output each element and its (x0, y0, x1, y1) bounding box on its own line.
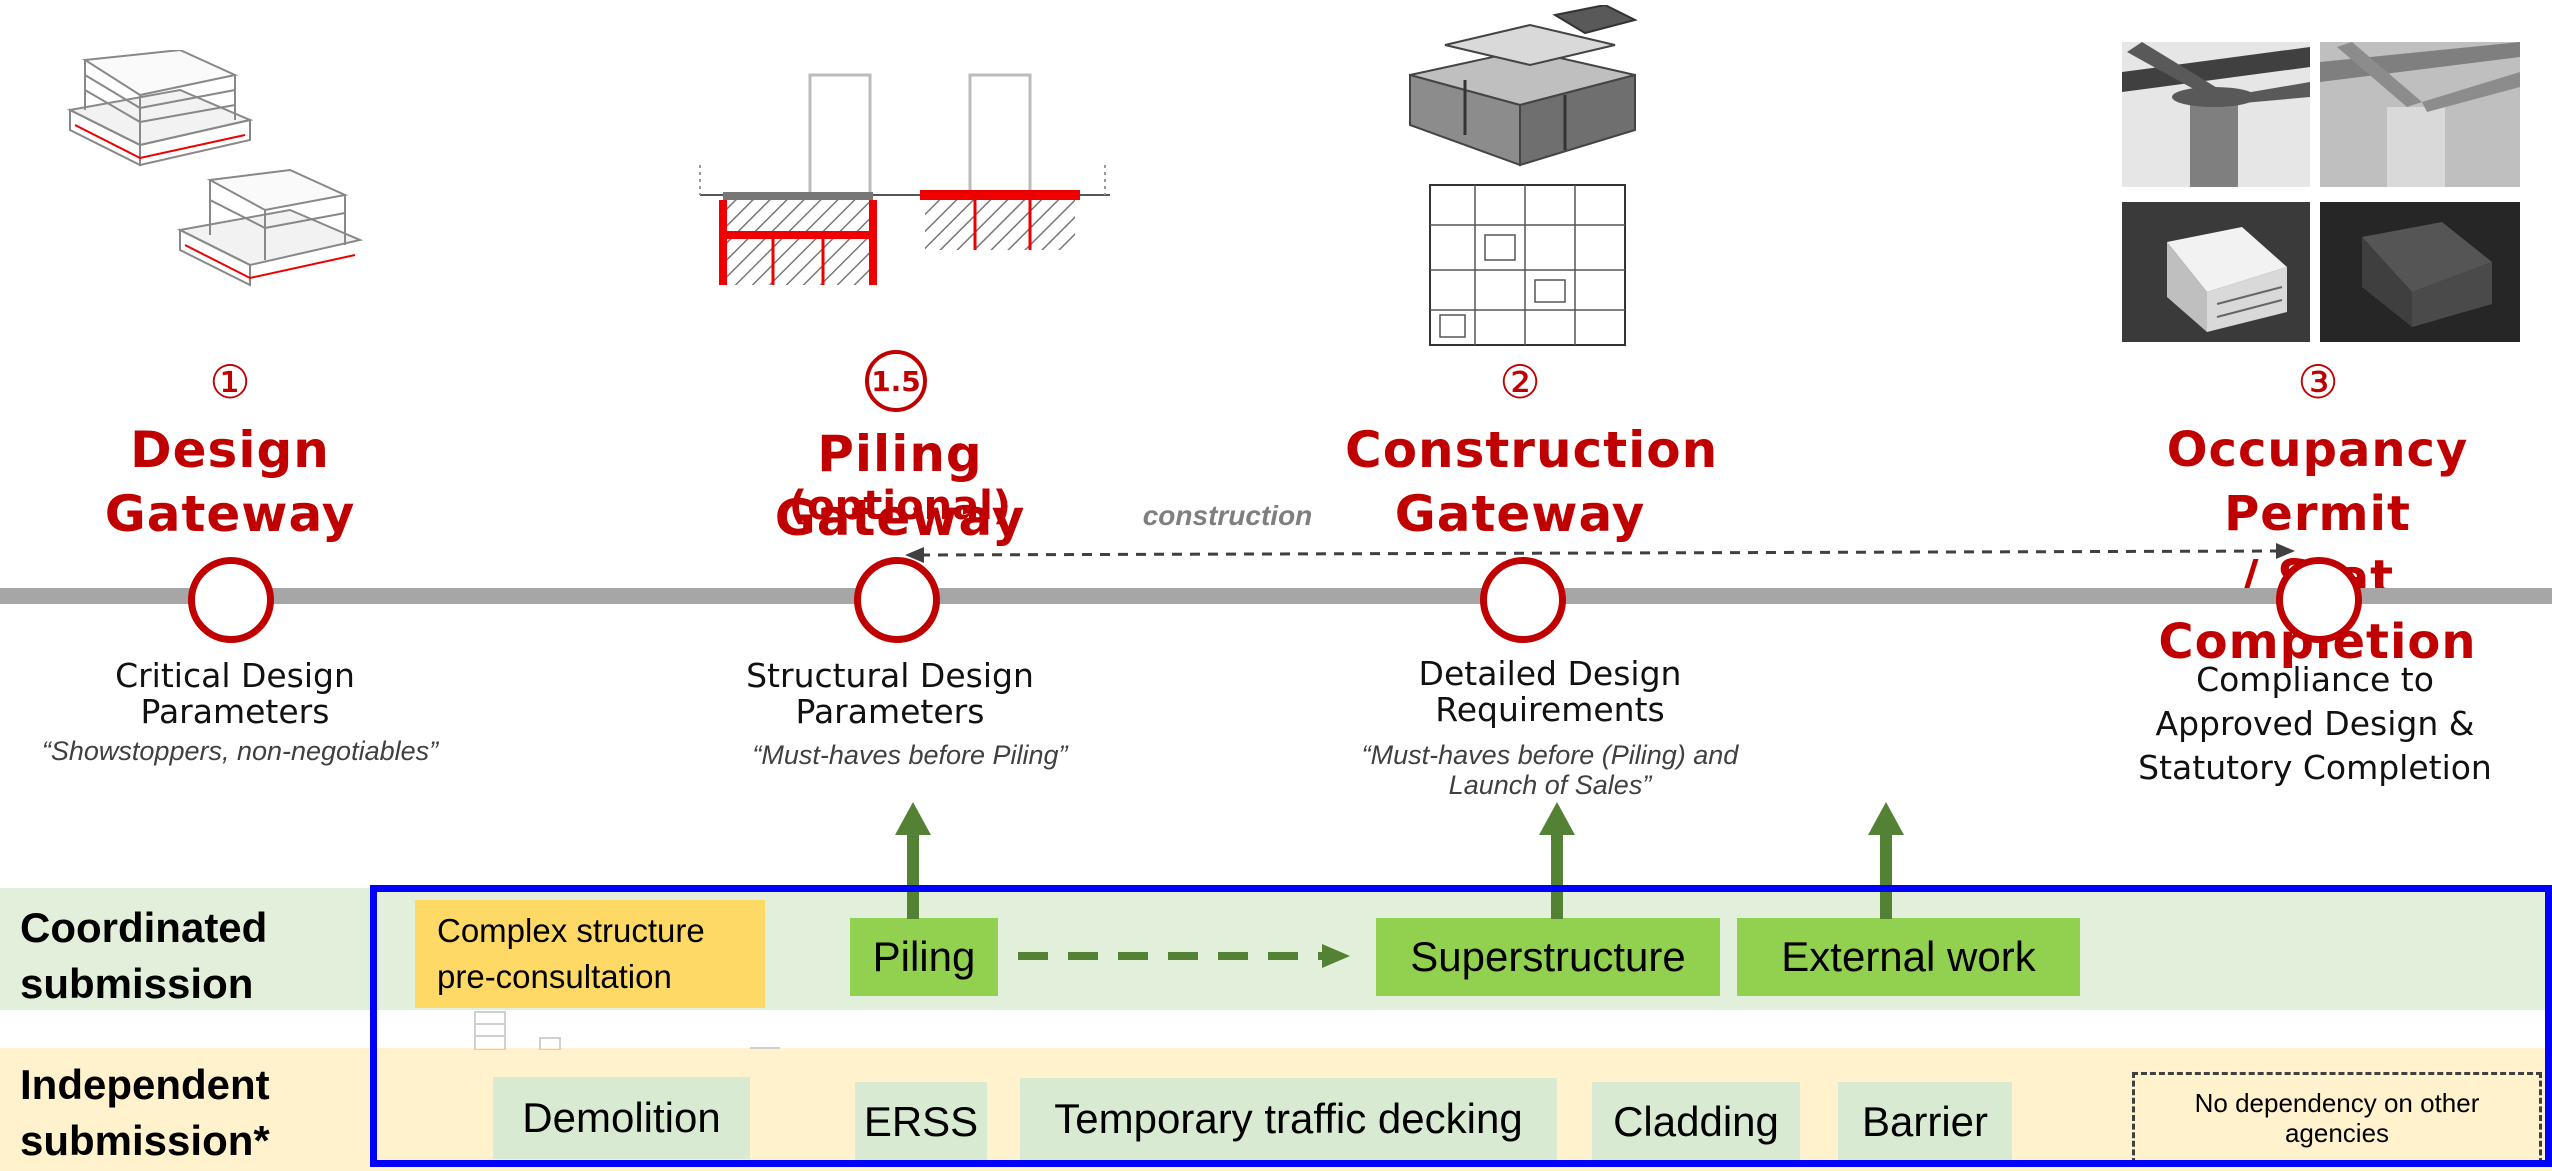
gateway-1-5-number-text: 1.5 (871, 364, 921, 398)
bim-model-and-floor-plan (1409, 5, 1638, 346)
gateway-3-number: ③ (2297, 355, 2339, 409)
submission-frame (370, 885, 2552, 1167)
pre-consultation-line1: Complex structure (437, 912, 705, 949)
gateway-3-description: Compliance to Approved Design & Statutor… (2100, 658, 2530, 790)
gateway-3-desc-line2: Approved Design & (2155, 704, 2475, 743)
independent-row-label: Independent submission* (20, 1057, 270, 1169)
gateway-2-quote-line1: “Must-haves before (Piling) and (1361, 740, 1739, 770)
faint-building-sketch (474, 1011, 780, 1050)
gateway-1-title-line2: Gateway (104, 485, 356, 543)
external-work-box: External work (1737, 918, 2080, 996)
gateway-3-title-line1: Occupancy Permit (2166, 422, 2469, 542)
building-massing-sketch (66, 50, 364, 287)
gateway-1-title-line1: Design (130, 421, 330, 479)
barrier-box: Barrier (1838, 1082, 2012, 1162)
gateway-1-number: ① (209, 355, 251, 409)
demolition-box: Demolition (493, 1077, 750, 1159)
milestone-piling (854, 557, 940, 643)
superstructure-box: Superstructure (1376, 918, 1720, 996)
gateway-2-title: Construction Gateway (1345, 418, 1719, 546)
construction-label: construction (1142, 500, 1313, 531)
gateway-2-desc-line1: Detailed Design (1418, 654, 1682, 693)
gateway-2-description: Detailed Design Requirements (1370, 656, 1730, 728)
coordinated-label-line1: Coordinated (20, 904, 268, 951)
gateway-1-5-number: 1.5 (865, 350, 927, 412)
gateway-1-5-quote: “Must-haves before Piling” (752, 740, 1068, 770)
gateway-1-5-description: Structural Design Parameters (700, 658, 1080, 730)
gateway-1-desc-line1: Critical Design (115, 656, 355, 695)
gateway-1-5-title: Piling Gateway (774, 425, 1026, 547)
coordinated-label-line2: submission (20, 960, 254, 1007)
piling-box: Piling (850, 918, 998, 996)
coordinated-row-label: Coordinated submission (20, 900, 267, 1012)
structural-photos-grid (2122, 42, 2520, 342)
timeline-bar (0, 588, 2552, 604)
gateway-2-quote: “Must-haves before (Piling) and Launch o… (1340, 740, 1760, 800)
no-dependency-line1: No dependency on other (2194, 1088, 2480, 1118)
milestone-occupancy (2276, 557, 2362, 643)
green-arrows (895, 802, 1904, 968)
pre-consultation-line2: pre-consultation (437, 958, 672, 995)
gateway-1-5-subtitle: (optional) (788, 483, 1012, 529)
piling-section-diagram (699, 73, 1110, 285)
erss-box: ERSS (855, 1082, 987, 1162)
independent-label-line2: submission* (20, 1117, 270, 1164)
gateway-1-5-desc-line1: Structural Design (746, 656, 1034, 695)
independent-label-line1: Independent (20, 1061, 270, 1108)
gateway-1-desc-line2: Parameters (140, 692, 330, 731)
milestone-design (188, 557, 274, 643)
gateway-2-quote-line2: Launch of Sales” (1448, 770, 1652, 800)
pre-consultation-box: Complex structure pre-consultation (415, 900, 765, 1008)
gateway-3-desc-line3: Statutory Completion (2138, 748, 2492, 787)
no-dependency-note: No dependency on other agencies (2132, 1072, 2542, 1164)
milestone-construction (1480, 557, 1566, 643)
gateway-2-desc-line2: Requirements (1435, 690, 1665, 729)
gateway-1-5-desc-line2: Parameters (795, 692, 985, 731)
no-dependency-line2: agencies (2284, 1118, 2390, 1148)
cladding-box: Cladding (1592, 1082, 1800, 1162)
construction-span-arrow (905, 543, 2295, 563)
gateway-3-desc-line1: Compliance to (2196, 660, 2434, 699)
gateway-2-title-line2: Gateway (1394, 485, 1646, 543)
gateway-2-title-line1: Construction (1345, 421, 1719, 479)
gateway-1-description: Critical Design Parameters (60, 658, 410, 730)
gateway-1-quote: “Showstoppers, non-negotiables” (41, 736, 439, 766)
gateway-2-number: ② (1499, 355, 1541, 409)
gateway-1-title: Design Gateway (80, 418, 380, 546)
temporary-traffic-decking-box: Temporary traffic decking (1020, 1078, 1557, 1160)
